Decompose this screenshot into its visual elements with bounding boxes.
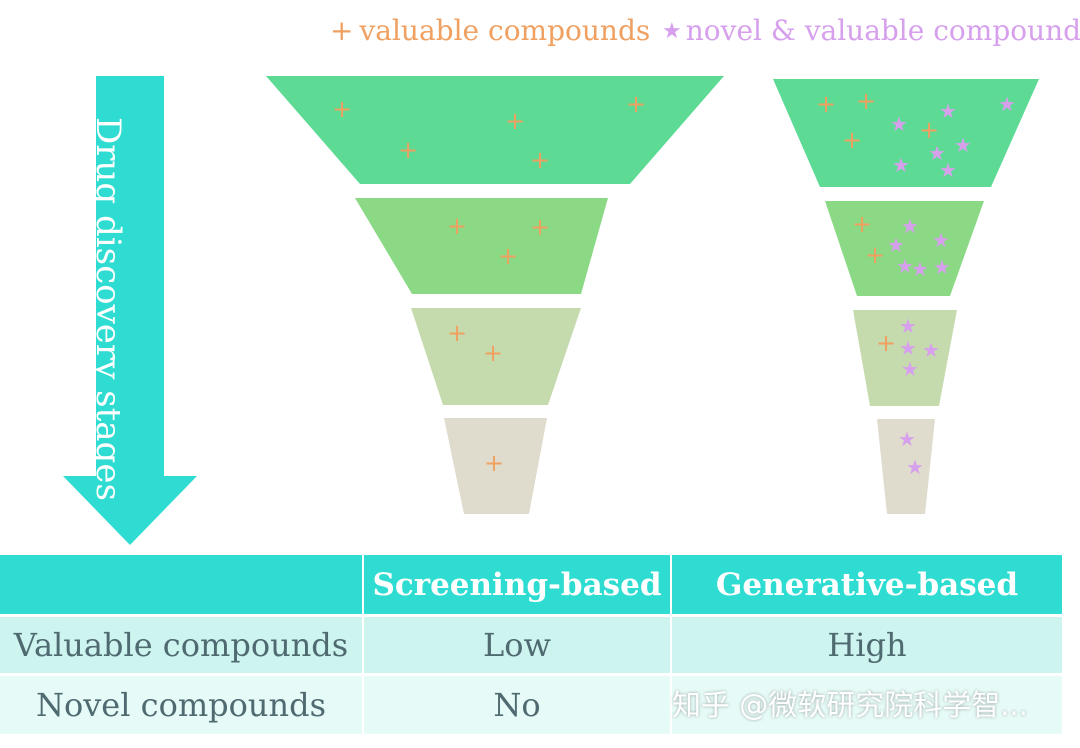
valuable-compound-marker: + <box>498 242 518 270</box>
star-icon: ★ <box>662 19 682 44</box>
plus-icon: + <box>330 14 354 47</box>
valuable-compound-marker: + <box>842 126 862 154</box>
generative-stage-4 <box>877 419 935 514</box>
valuable-compound-marker: + <box>852 210 872 238</box>
watermark-text: 知乎 @微软研究院科学智... <box>672 688 1028 722</box>
funnel-diagram: +++++++++++ ++++★★★★★★★++★★★★★★+★★★★★★ <box>266 76 1039 514</box>
novel-compound-marker: ★ <box>899 314 917 338</box>
valuable-compound-marker: + <box>447 212 467 240</box>
novel-compound-marker: ★ <box>932 228 950 252</box>
row-label-novel: Novel compounds <box>0 676 362 734</box>
legend-valuable-label: valuable compounds <box>359 14 651 47</box>
valuable-compound-marker: + <box>856 87 876 115</box>
valuable-compound-marker: + <box>865 241 885 269</box>
generative-stage-2 <box>825 201 984 296</box>
novel-compound-marker: ★ <box>939 158 957 182</box>
novel-compound-marker: ★ <box>892 153 910 177</box>
cell-screening-valuable: Low <box>364 617 670 673</box>
novel-compound-marker: ★ <box>939 99 957 123</box>
valuable-compound-marker: + <box>505 107 525 135</box>
screening-stage-4 <box>444 418 547 514</box>
novel-compound-marker: ★ <box>890 112 908 136</box>
valuable-compound-marker: + <box>816 90 836 118</box>
valuable-compound-marker: + <box>483 339 503 367</box>
row-label-valuable: Valuable compounds <box>0 617 362 673</box>
valuable-compound-marker: + <box>398 136 418 164</box>
screening-stage-3 <box>411 308 581 405</box>
valuable-compound-marker: + <box>447 319 467 347</box>
generative-funnel: ++++★★★★★★★++★★★★★★+★★★★★★ <box>773 79 1039 514</box>
stages-arrow-shape <box>63 76 197 545</box>
table-header-generative: Generative-based <box>672 555 1062 614</box>
novel-compound-marker: ★ <box>887 233 905 257</box>
valuable-compound-marker: + <box>484 449 504 477</box>
novel-compound-marker: ★ <box>911 257 929 281</box>
cell-generative-valuable: High <box>672 617 1062 673</box>
legend-novel-label: novel & valuable compounds <box>685 14 1080 47</box>
legend-valuable: +valuable compounds <box>330 14 650 47</box>
valuable-compound-marker: + <box>530 146 550 174</box>
cell-screening-novel: No <box>364 676 670 734</box>
novel-compound-marker: ★ <box>906 455 924 479</box>
valuable-compound-marker: + <box>530 213 550 241</box>
novel-compound-marker: ★ <box>922 338 940 362</box>
novel-compound-marker: ★ <box>898 427 916 451</box>
novel-compound-marker: ★ <box>998 92 1016 116</box>
novel-compound-marker: ★ <box>901 214 919 238</box>
valuable-compound-marker: + <box>876 329 896 357</box>
valuable-compound-marker: + <box>919 116 939 144</box>
cell-generative-novel <box>672 676 1062 734</box>
novel-compound-marker: ★ <box>954 133 972 157</box>
generative-stage-3 <box>853 310 957 406</box>
valuable-compound-marker: + <box>626 90 646 118</box>
screening-funnel: +++++++++++ <box>266 76 724 514</box>
legend-novel: ★novel & valuable compounds <box>662 14 1080 47</box>
stages-arrow <box>63 76 197 545</box>
novel-compound-marker: ★ <box>899 336 917 360</box>
table-header-empty <box>0 555 362 614</box>
screening-stage-2 <box>355 198 608 294</box>
novel-compound-marker: ★ <box>896 254 914 278</box>
novel-compound-marker: ★ <box>901 357 919 381</box>
valuable-compound-marker: + <box>332 95 352 123</box>
generative-stage-1 <box>773 79 1039 187</box>
table-header-screening: Screening-based <box>364 555 670 614</box>
comparison-table: Screening-based Generative-based Valuabl… <box>0 555 1062 734</box>
screening-stage-1 <box>266 76 724 184</box>
novel-compound-marker: ★ <box>933 255 951 279</box>
novel-compound-marker: ★ <box>928 141 946 165</box>
